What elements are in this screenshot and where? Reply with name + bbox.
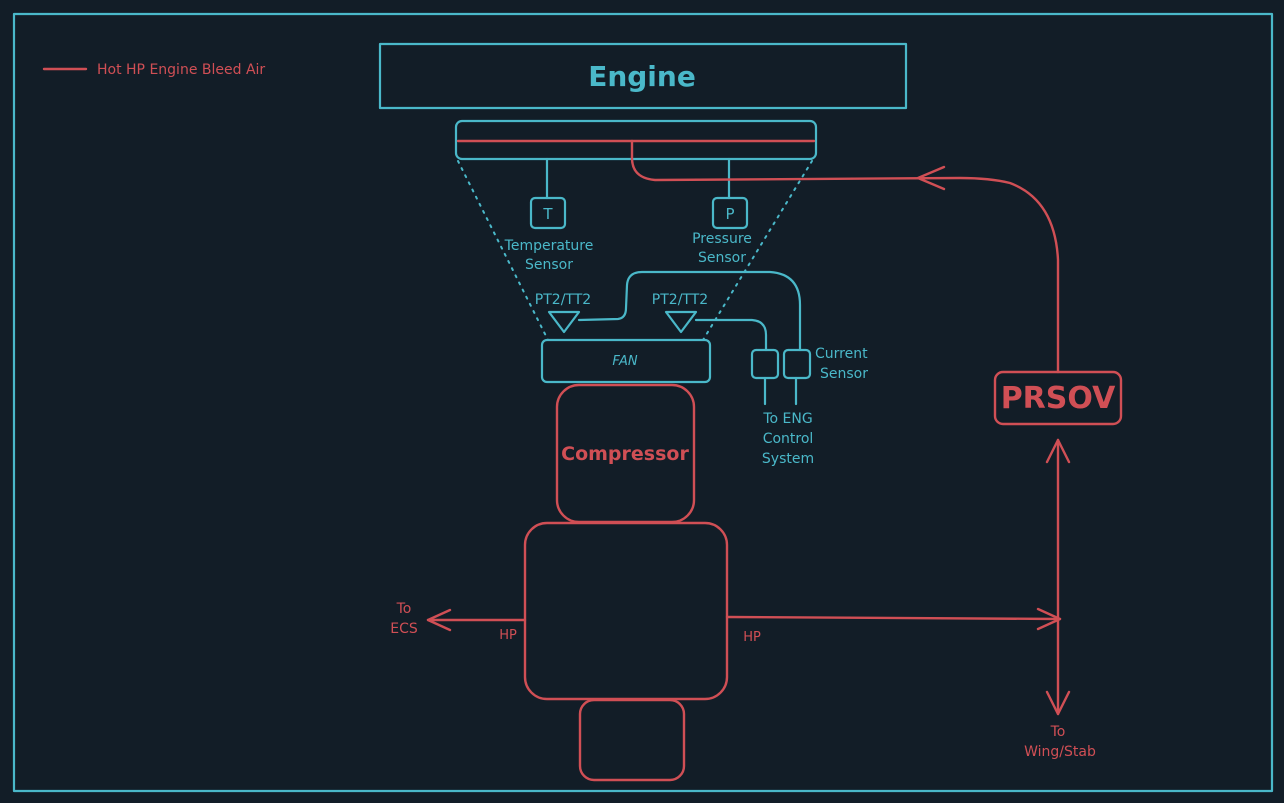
- pressure-sensor: P Pressure Sensor: [692, 157, 752, 266]
- ecs-arrow-icon: [426, 608, 452, 632]
- hp-right-outlet: HP: [725, 607, 1062, 645]
- fan-cone-right: [702, 160, 813, 341]
- prsov-valve: PRSOV: [993, 370, 1123, 426]
- probe-left: PT2/TT2: [535, 292, 591, 334]
- wing-label-line1: To: [1050, 724, 1066, 740]
- hp-right-arrow-icon: [1036, 607, 1062, 631]
- prsov-up-arrow-icon: [1045, 438, 1071, 464]
- temperature-label-line2: Sensor: [525, 257, 573, 273]
- probe-right: PT2/TT2: [652, 292, 708, 334]
- wing-down-arrow-icon: [1045, 690, 1071, 716]
- eng-control-line3: System: [762, 451, 814, 467]
- ecs-outlet: HP To ECS: [390, 601, 527, 643]
- legend-label: Hot HP Engine Bleed Air: [97, 62, 265, 78]
- temperature-sensor: T Temperature Sensor: [504, 157, 594, 273]
- engine-block: Engine: [378, 42, 908, 110]
- fan: FAN: [540, 338, 712, 384]
- probe-left-label: PT2/TT2: [535, 292, 591, 308]
- hp-right-label: HP: [743, 630, 761, 645]
- engine-label: Engine: [588, 60, 696, 93]
- fan-label: FAN: [612, 354, 638, 369]
- current-sensor-box-left: [750, 348, 780, 380]
- pressure-label-line2: Sensor: [698, 250, 746, 266]
- fan-box: [540, 338, 712, 384]
- pressure-label-line1: Pressure: [692, 231, 752, 247]
- pressure-symbol: P: [725, 205, 734, 223]
- ecs-label-line1: To: [396, 601, 412, 617]
- diagram-frame: [12, 12, 1274, 793]
- turbine-stage-box: [578, 698, 686, 782]
- bleed-return-line: [630, 139, 1060, 374]
- temperature-sensor-box: [529, 196, 567, 230]
- wing-label-line2: Wing/Stab: [1024, 744, 1096, 760]
- pressure-sensor-box: [711, 196, 749, 230]
- current-sensor-label-line1: Current: [815, 346, 868, 362]
- eng-control-line1: To ENG: [762, 411, 812, 427]
- current-sensor-box-right: [782, 348, 812, 380]
- hp-right-line: [725, 615, 1062, 621]
- compressor-label: Compressor: [561, 443, 689, 465]
- hp-chamber-box: [523, 521, 729, 701]
- temperature-symbol: T: [542, 205, 553, 223]
- probe-left-triangle-icon: [547, 310, 581, 334]
- ecs-label-line2: ECS: [390, 621, 418, 637]
- eng-control-line2: Control: [763, 431, 814, 447]
- current-sensor-label-line2: Sensor: [820, 366, 868, 382]
- hp-left-label: HP: [499, 628, 517, 643]
- bleed-return-arrow-icon: [916, 165, 946, 191]
- probe-right-label: PT2/TT2: [652, 292, 708, 308]
- current-sensor: Current Sensor To ENG Control System: [750, 346, 868, 467]
- probe-left-wire: [577, 270, 802, 352]
- fan-cone-left: [457, 160, 549, 341]
- prsov-label: PRSOV: [1001, 381, 1116, 416]
- probe-right-triangle-icon: [664, 310, 698, 334]
- legend: Hot HP Engine Bleed Air: [42, 62, 265, 78]
- probe-right-wire: [694, 318, 768, 352]
- compressor: Compressor: [555, 383, 696, 524]
- engine-box: [378, 42, 908, 110]
- temperature-label-line1: Temperature: [504, 238, 594, 254]
- bleed-manifold: [454, 119, 818, 161]
